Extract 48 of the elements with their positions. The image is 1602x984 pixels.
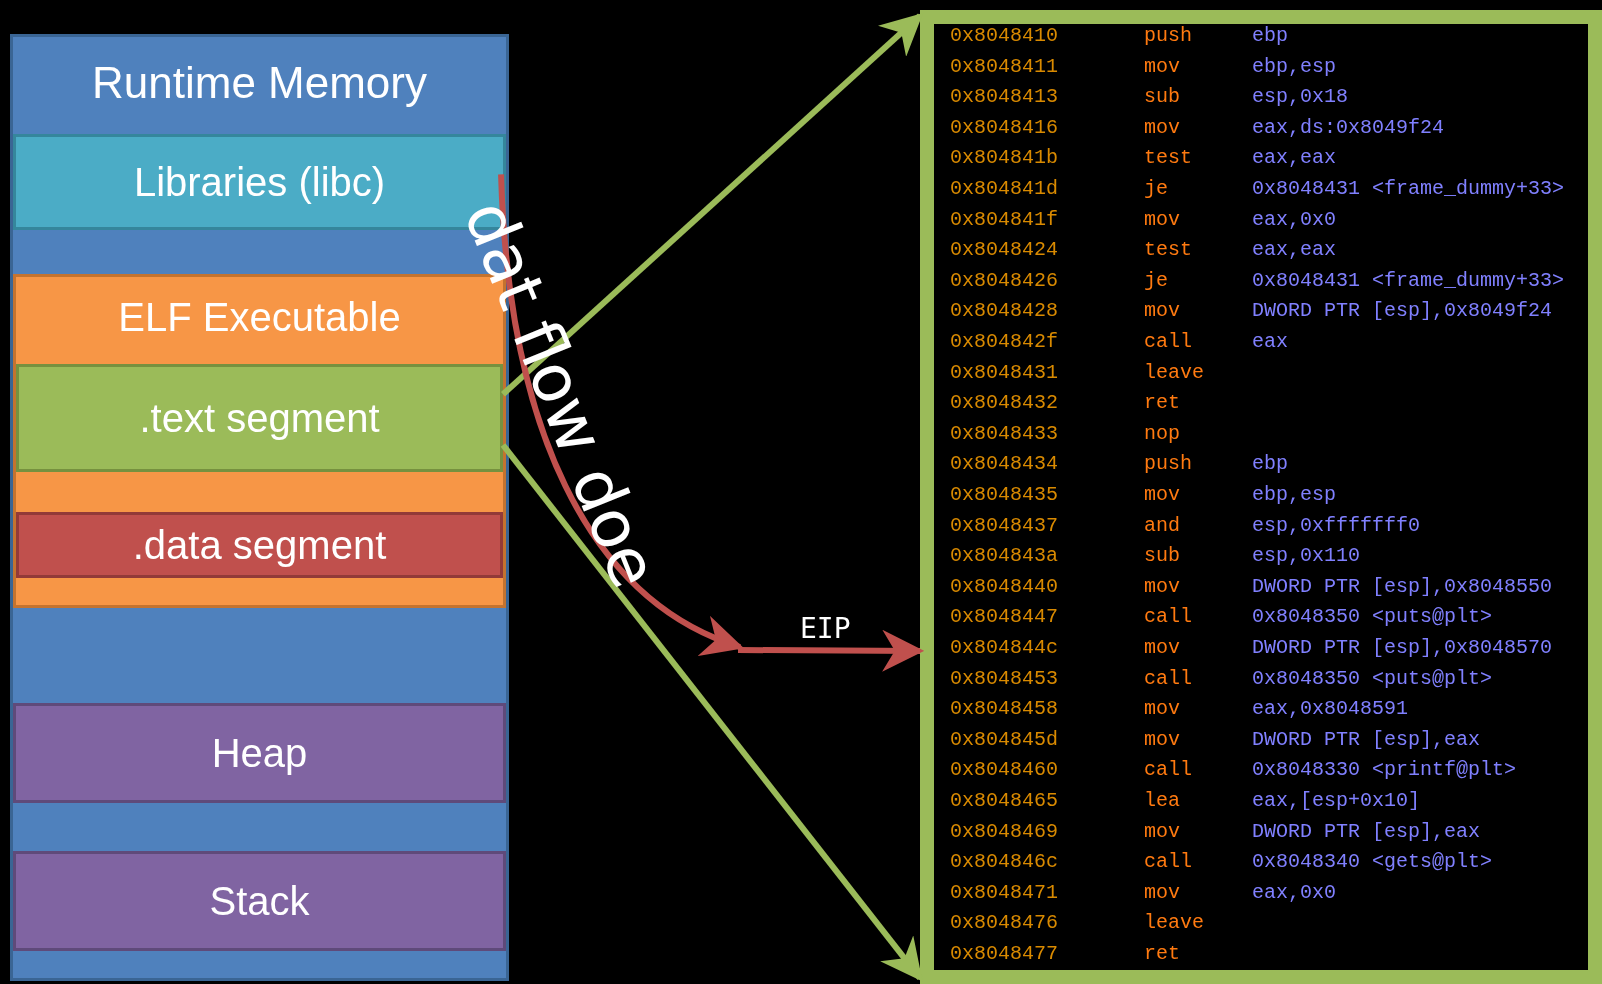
code-line: 0x8048411 mov ebp,esp <box>950 53 1337 80</box>
memory-band <box>16 364 503 472</box>
code-line: 0x8048465 lea eax,[esp+0x10] <box>950 788 1421 814</box>
band-label: ELF Executable <box>118 294 401 341</box>
code-line: 0x8048477 ret <box>950 941 1182 967</box>
code-line: 0x8048428 mov DWORD PTR [esp],0x8049f24 <box>950 298 1553 325</box>
code-line: 0x8048469 mov DWORD PTR [esp],eax <box>950 818 1481 845</box>
code-line: 0x8048476 leave <box>950 910 1206 937</box>
memory-band <box>16 512 503 578</box>
code-line: 0x8048471 mov eax,0x0 <box>950 879 1337 906</box>
code-panel <box>920 10 1602 984</box>
code-line: 0x8048437 and esp,0xfffffff0 <box>950 512 1421 539</box>
code-line: 0x804842f call eax <box>950 329 1289 355</box>
band-label: .data segment <box>132 522 387 569</box>
code-line: 0x8048426 je 0x8048431 <frame_dummy+33> <box>950 267 1565 294</box>
code-line: 0x804841b test eax,eax <box>950 145 1337 172</box>
arrow <box>738 629 925 672</box>
edge-label: EIP <box>800 612 851 645</box>
band-label: .text segment <box>139 395 380 442</box>
code-line: 0x8048440 mov DWORD PTR [esp],0x8048550 <box>950 573 1553 600</box>
code-line: 0x804845d mov DWORD PTR [esp],eax <box>950 726 1481 753</box>
code-line: 0x8048453 call 0x8048350 <puts@plt> <box>950 665 1493 692</box>
edge-label: dat flow doe <box>448 190 674 599</box>
code-line: 0x8048431 leave <box>950 359 1206 386</box>
code-line: 0x804841f mov eax,0x0 <box>950 206 1337 233</box>
code-line: 0x8048410 push ebp <box>950 23 1289 49</box>
code-line: 0x8048434 push ebp <box>950 451 1289 478</box>
arrow <box>498 174 744 653</box>
band-label: Libraries (libc) <box>133 159 386 206</box>
code-line: 0x8048435 mov ebp,esp <box>950 482 1337 508</box>
code-line: 0x8048458 mov eax,0x8048591 <box>950 696 1409 723</box>
code-line: 0x804844c mov DWORD PTR [esp],0x8048570 <box>950 635 1553 661</box>
band-label: Stack <box>209 878 310 925</box>
code-line: 0x8048413 sub esp,0x18 <box>950 84 1349 111</box>
column-title: Runtime Memory <box>92 57 427 109</box>
code-line: 0x804843a sub esp,0x110 <box>950 543 1361 570</box>
memory-band <box>13 703 506 803</box>
arrow <box>500 443 923 982</box>
memory-band <box>13 851 506 951</box>
code-line: 0x8048460 call 0x8048330 <printf@plt> <box>950 757 1517 784</box>
code-line: 0x804846c call 0x8048340 <gets@plt> <box>950 849 1493 876</box>
code-line: 0x8048447 call 0x8048350 <puts@plt> <box>950 604 1493 631</box>
band-label: Heap <box>211 730 308 777</box>
code-line: 0x8048433 nop <box>950 420 1182 447</box>
code-line: 0x8048432 ret <box>950 390 1182 417</box>
code-line: 0x8048424 test eax,eax <box>950 237 1337 264</box>
code-line: 0x804841d je 0x8048431 <frame_dummy+33> <box>950 176 1565 202</box>
code-line: 0x8048416 mov eax,ds:0x8049f24 <box>950 114 1445 141</box>
